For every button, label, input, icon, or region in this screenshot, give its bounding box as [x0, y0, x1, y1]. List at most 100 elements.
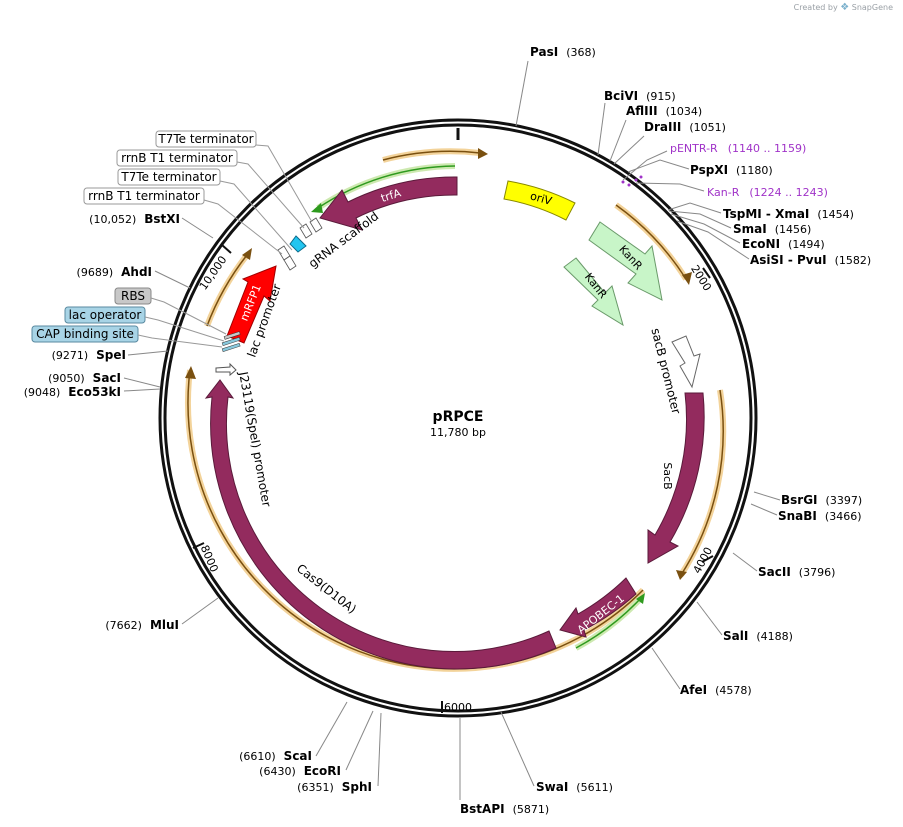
site-PasI[interactable]: PasI(368): [530, 45, 596, 59]
created-by-text: Created by: [793, 3, 838, 12]
arc-top-green-arrow: [311, 203, 323, 213]
leader-Kan-R: [635, 182, 705, 192]
site-BstAPI[interactable]: BstAPI(5871): [460, 802, 549, 816]
arc-ne-orange-core: [615, 204, 687, 280]
site-SnaBI[interactable]: SnaBI(3466): [778, 509, 861, 523]
feature-label-J23119-promoter: J23119(SpeI) promoter: [236, 370, 274, 508]
site-AsiSI-PvuI[interactable]: AsiSI - PvuI(1582): [750, 253, 871, 267]
feature-mRFP1[interactable]: [226, 265, 277, 344]
leader-AfeI: [651, 647, 681, 690]
leader-BstXI: [181, 217, 214, 239]
arc-s-orange-core: [187, 369, 644, 670]
box-rbs[interactable]: [114, 287, 152, 305]
site-SalI[interactable]: SalI(4188): [723, 629, 793, 643]
feature-label-trfA: trfA: [379, 186, 403, 205]
plasmid-length: 11,780 bp: [430, 426, 486, 439]
feature-label-oriV: oriV: [529, 189, 554, 208]
backbone-inner-ring: [163, 123, 753, 713]
leader-t7te-1: [255, 144, 313, 223]
box-rbs-text: RBS: [121, 289, 145, 303]
site-SacII[interactable]: SacII(3796): [758, 565, 835, 579]
site-BsrGI[interactable]: BsrGI(3397): [781, 493, 862, 507]
site-ScaI[interactable]: (6610)ScaI: [239, 749, 312, 763]
site-AfeI[interactable]: AfeI(4578): [680, 683, 752, 697]
site-EcoRI[interactable]: (6430)EcoRI: [259, 764, 341, 778]
box-leaders: [137, 144, 313, 348]
box-rrnb-2-text: rrnB T1 terminator: [88, 189, 200, 203]
arc-se-green-arrow: [636, 593, 645, 604]
primer-marks: [621, 175, 643, 187]
leader-SwaI: [500, 711, 535, 787]
site-AflIII[interactable]: AflIII(1034): [626, 104, 702, 118]
feature-sacB[interactable]: [647, 392, 705, 564]
box-cap-site-text: CAP binding site: [36, 327, 134, 341]
feature-cyan-marker[interactable]: [289, 235, 307, 253]
site-AhdI[interactable]: (9689)AhdI: [77, 265, 152, 279]
box-cap-site[interactable]: [31, 325, 139, 343]
feature-cas9-D10A[interactable]: [204, 379, 557, 670]
outer-arcs: [185, 148, 727, 672]
site-BstXI[interactable]: (10,052)BstXI: [89, 212, 180, 226]
feature-sacB-promoter[interactable]: [671, 335, 701, 389]
leader-MluI: [181, 597, 219, 625]
site-EcoNI[interactable]: EcoNI(1494): [742, 237, 825, 251]
feature-lac-operator-mark: [221, 336, 241, 346]
leader-AhdI: [154, 270, 191, 289]
site-DraIII[interactable]: DraIII(1051): [644, 120, 726, 134]
leader-lac-operator: [144, 316, 225, 342]
feature-label-sacB: SacB: [661, 462, 674, 489]
primer-Kan-R[interactable]: Kan-R(1224 .. 1243): [707, 186, 828, 199]
site-SphI[interactable]: (6351)SphI: [297, 780, 372, 794]
site-SwaI[interactable]: SwaI(5611): [536, 780, 613, 794]
box-lac-operator-text: lac operator: [69, 308, 142, 322]
box-t7te-2[interactable]: [117, 168, 221, 186]
site-BciVI[interactable]: BciVI(915): [604, 89, 676, 103]
arc-nw-orange-arrow: [242, 248, 252, 260]
site-labels-left: (6351)SphI (6430)EcoRI (6610)ScaI (7662)…: [24, 212, 372, 794]
feature-APOBEC-1[interactable]: [559, 577, 637, 638]
feature-terminator-4: [283, 255, 297, 271]
leader-AflIII: [609, 119, 627, 162]
box-t7te-1[interactable]: [155, 130, 257, 148]
primer-dot-1: [621, 180, 625, 184]
arc-e-orange-core: [680, 389, 724, 576]
primer-dot-4: [639, 175, 643, 179]
box-lac-operator[interactable]: [64, 306, 146, 324]
box-rrnb-2[interactable]: [83, 187, 205, 205]
site-SpeI[interactable]: (9271)SpeI: [52, 348, 126, 362]
arc-top-green-core: [317, 165, 456, 209]
tick-label-6000: 6000: [444, 701, 472, 714]
site-MluI[interactable]: (7662)MluI: [105, 618, 179, 632]
leader-PspXI: [627, 159, 690, 173]
leader-TspMI: [667, 202, 722, 214]
feature-kanR-1[interactable]: [588, 221, 663, 301]
leader-SnaBI: [750, 503, 778, 516]
feature-kanR-2[interactable]: [563, 257, 624, 327]
leader-EconI: [670, 213, 741, 244]
feature-J23119-promoter[interactable]: [215, 362, 237, 377]
site-TspMI-XmaI[interactable]: TspMI - XmaI(1454): [723, 207, 854, 221]
leader-cap-site: [137, 334, 223, 348]
site-Eco53kI[interactable]: (9048)Eco53kI: [24, 385, 121, 399]
box-labels: T7Te terminator rrnB T1 terminator T7Te …: [31, 130, 257, 343]
leader-SmaI: [668, 210, 732, 229]
arc-e-orange-arrow: [676, 570, 687, 580]
backbone-outer-ring: [158, 118, 758, 718]
leader-SacI: [123, 377, 161, 388]
site-PspXI[interactable]: PspXI(1180): [690, 163, 773, 177]
feature-trfA[interactable]: [319, 176, 458, 231]
tick-10000: [221, 244, 232, 254]
leader-Eco53kI: [123, 388, 161, 392]
box-rrnb-1[interactable]: [116, 149, 238, 167]
leader-t7te-2: [219, 180, 293, 251]
box-t7te-1-text: T7Te terminator: [157, 132, 253, 146]
arc-s-orange-arrow: [185, 366, 196, 379]
site-SmaI[interactable]: SmaI(1456): [733, 222, 811, 236]
leader-pENTR-R: [622, 150, 668, 181]
site-SacI[interactable]: (9050)SacI: [48, 371, 121, 385]
box-rrnb-1-text: rrnB T1 terminator: [121, 151, 233, 165]
primer-pENTR-R[interactable]: pENTR-R(1140 .. 1159): [670, 142, 806, 155]
leader-EcoRI: [345, 710, 374, 771]
leader-SacII: [732, 552, 758, 572]
feature-oriV[interactable]: [503, 180, 576, 221]
